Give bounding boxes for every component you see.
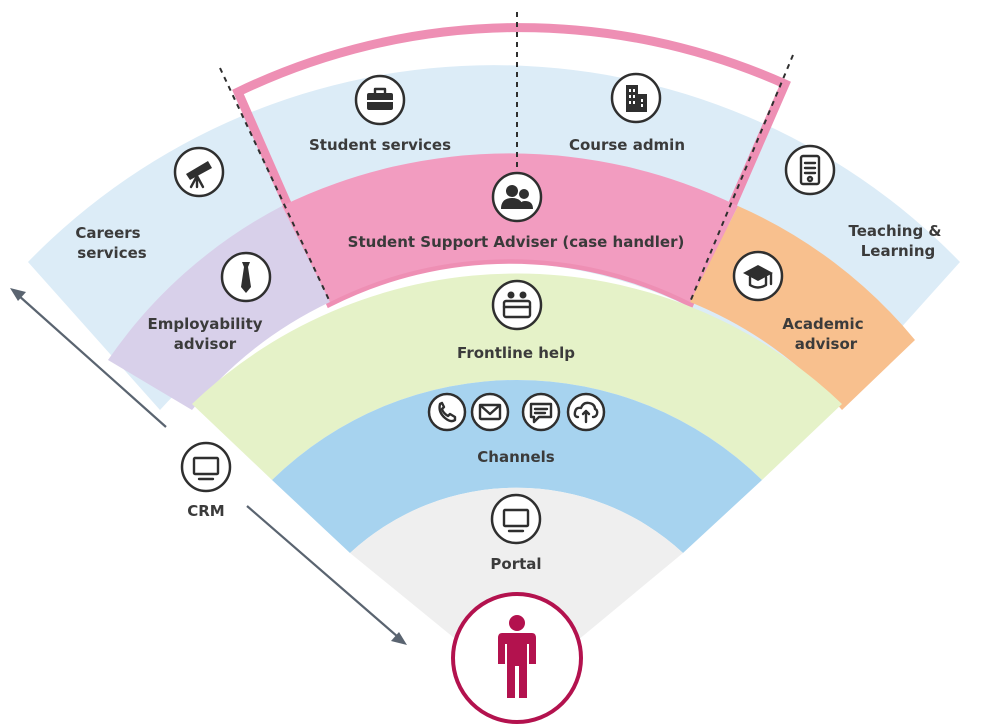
ssa-band — [282, 153, 738, 302]
crm-label: CRM — [187, 502, 225, 520]
frontline-band — [192, 273, 842, 480]
phone-icon — [427, 392, 467, 432]
channels-band — [272, 379, 762, 553]
telescope-icon — [173, 146, 225, 198]
people-icon — [491, 171, 543, 223]
help-desk-icon — [491, 279, 543, 331]
email-icon — [470, 392, 510, 432]
academic-label-line1: Academic — [782, 315, 863, 333]
portal-band — [350, 487, 683, 655]
academic-label-line2: advisor — [795, 335, 858, 353]
teaching-label-line1: Teaching & — [849, 222, 942, 240]
employability-label-line2: advisor — [174, 335, 237, 353]
careers-label-line2: services — [77, 244, 146, 262]
ssa-label: Student Support Adviser (case handler) — [348, 233, 685, 251]
employability-band — [108, 206, 330, 410]
chat-icon — [521, 392, 561, 432]
divider-right — [689, 54, 794, 303]
teaching-label-line2: Learning — [861, 242, 936, 260]
person-icon — [451, 592, 583, 724]
crm-arrow-down — [246, 505, 407, 645]
crm-arrow-up — [10, 288, 167, 428]
building-icon — [610, 72, 662, 124]
course-admin-label: Course admin — [569, 136, 685, 154]
employability-label-line1: Employability — [147, 315, 262, 333]
monitor-icon — [490, 493, 542, 545]
channels-label: Channels — [477, 448, 554, 466]
student-services-label: Student services — [309, 136, 451, 154]
divider-left — [219, 67, 331, 303]
graduation-cap-icon — [732, 250, 784, 302]
pink-central-block — [232, 23, 791, 309]
cloud-upload-icon — [566, 392, 606, 432]
document-icon — [784, 144, 836, 196]
briefcase-icon — [354, 74, 406, 126]
frontline-help-label: Frontline help — [457, 344, 575, 362]
careers-label-line1: Careers — [75, 224, 140, 242]
crm-monitor-icon — [180, 441, 232, 493]
portal-label: Portal — [490, 555, 541, 573]
tie-icon — [220, 251, 272, 303]
